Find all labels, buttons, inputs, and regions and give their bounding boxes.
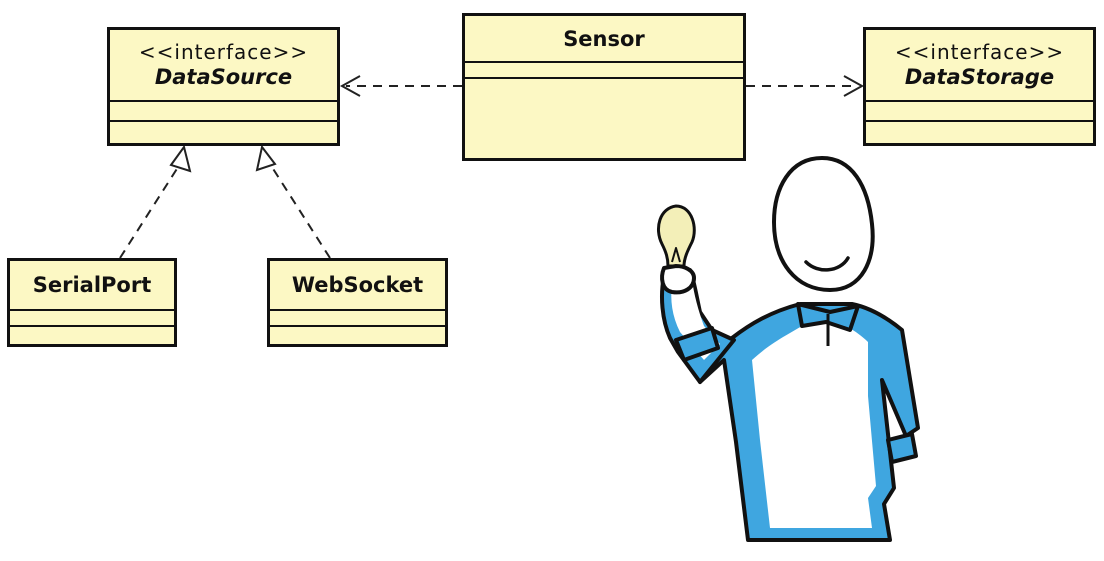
class-box-websocket: WebSocket [267, 258, 448, 347]
class-box-serialport: SerialPort [7, 258, 177, 347]
realization-triangle-serialport [169, 144, 192, 173]
stereotype-label: <<interface>> [138, 40, 309, 64]
class-name: DataStorage [904, 65, 1055, 89]
class-name: SerialPort [32, 273, 152, 297]
person-shirt [660, 264, 920, 542]
class-box-datastorage: <<interface>> DataStorage [863, 27, 1096, 146]
attributes-section [866, 102, 1093, 122]
realization-line-websocket [269, 163, 331, 259]
attributes-section [110, 102, 337, 122]
class-name: WebSocket [291, 273, 424, 297]
open-arrowhead-datasource [339, 75, 361, 97]
open-arrowhead-datastorage [843, 75, 865, 97]
class-box-datasource: <<interface>> DataSource [107, 27, 340, 146]
realization-line-serialport [119, 163, 181, 259]
class-box-sensor: Sensor [462, 13, 746, 161]
attributes-section [270, 311, 445, 327]
attributes-section [465, 63, 743, 79]
stereotype-label: <<interface>> [894, 40, 1065, 64]
class-name: DataSource [154, 65, 293, 89]
realization-triangle-websocket [255, 144, 277, 172]
attributes-section [10, 311, 174, 327]
class-name: Sensor [563, 26, 645, 51]
lightbulb-icon [657, 204, 696, 276]
person-head [771, 155, 875, 293]
